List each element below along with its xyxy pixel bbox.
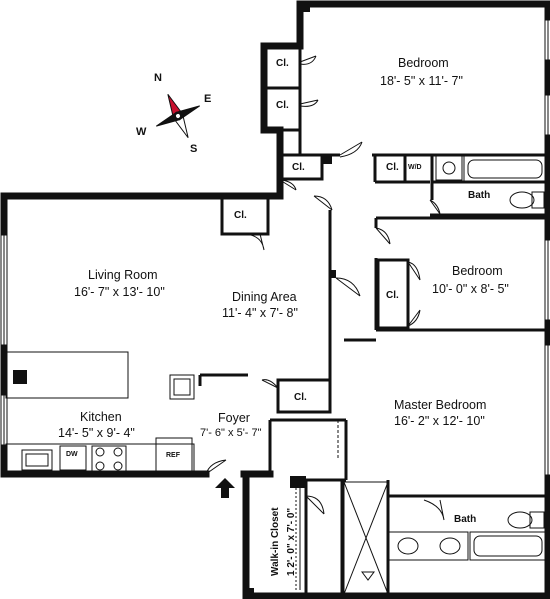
closet-label: Cl. — [294, 392, 307, 403]
bath-2-name: Bath — [454, 514, 477, 525]
bedroom-1-name: Bedroom — [398, 56, 449, 70]
walk-in-closet-name: Walk-in Closet — [270, 507, 281, 576]
closet-label: Cl. — [276, 100, 289, 111]
bedroom-2-dimensions: 10'- 0" x 8'- 5" — [432, 282, 509, 296]
kitchen-dimensions: 14'- 5" x 9'- 4" — [58, 426, 135, 440]
refrigerator-label: REF — [166, 452, 180, 459]
bath-1-name: Bath — [468, 190, 491, 201]
foyer-name: Foyer — [218, 411, 250, 425]
compass-east-label: E — [204, 93, 212, 105]
closet-label: Cl. — [386, 290, 399, 301]
dining-area-name: Dining Area — [232, 290, 297, 304]
kitchen-name: Kitchen — [80, 410, 122, 424]
compass-south-label: S — [190, 143, 198, 155]
doors — [205, 55, 445, 521]
walk-in-closet-dimensions: 1 2'- 0" x 7'- 0" — [286, 507, 297, 576]
walkin-rod — [295, 488, 301, 590]
closet-label: Cl. — [292, 162, 305, 173]
windows — [0, 19, 550, 476]
dishwasher-label: DW — [66, 451, 78, 458]
compass-rose-icon — [155, 93, 201, 139]
living-room-name: Living Room — [88, 268, 158, 282]
bedroom-1-dimensions: 18'- 5" x 11'- 7" — [380, 74, 463, 88]
closet-label: Cl. — [276, 58, 289, 69]
washer-dryer-label: W/D — [408, 164, 422, 171]
bedroom-2-name: Bedroom — [452, 264, 503, 278]
closet-label: Cl. — [234, 210, 247, 221]
closet-label: Cl. — [386, 162, 399, 173]
kitchen-fixtures — [5, 351, 195, 475]
foyer-dimensions: 7'- 6" x 5'- 7" — [200, 427, 262, 439]
master-bedroom-name: Master Bedroom — [394, 398, 487, 412]
shaft — [343, 481, 389, 595]
bath-fixtures — [387, 155, 547, 561]
compass-north-label: N — [154, 72, 162, 84]
dining-area-dimensions: 11'- 4" x 7'- 8" — [222, 306, 298, 320]
entry-arrow-icon — [215, 478, 235, 498]
columns — [13, 4, 336, 596]
compass-west-label: W — [136, 126, 147, 138]
living-room-dimensions: 16'- 7" x 13'- 10" — [74, 285, 165, 299]
master-bedroom-dimensions: 16'- 2" x 12'- 10" — [394, 414, 485, 428]
interior-walls — [198, 44, 548, 596]
